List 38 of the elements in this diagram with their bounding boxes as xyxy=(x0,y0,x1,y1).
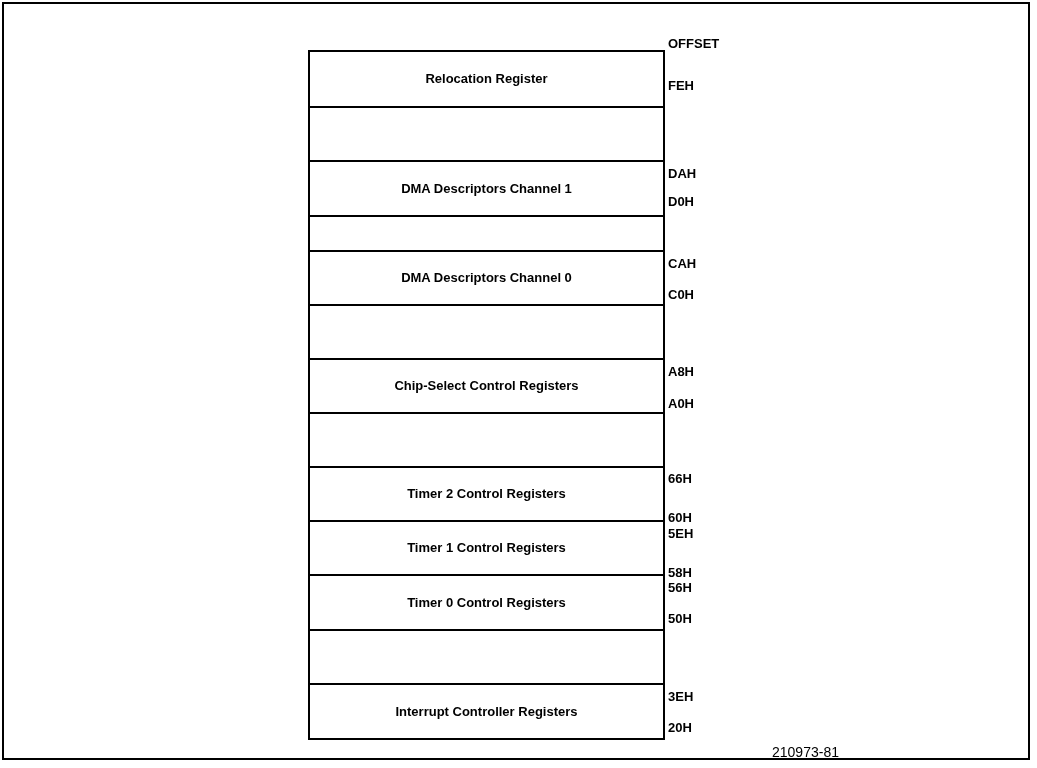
offset-address: A8H xyxy=(668,363,694,381)
offset-address: CAH xyxy=(668,255,697,273)
offset-address: 3EH xyxy=(668,688,694,706)
register-block xyxy=(308,683,665,740)
offset-address: 60H xyxy=(668,509,692,527)
register-block xyxy=(308,250,665,306)
offset-address: 58H xyxy=(668,564,692,582)
register-name: Timer 0 Control Registers xyxy=(407,593,566,612)
column-heading: OFFSET xyxy=(668,35,720,53)
offset-address: 66H xyxy=(668,470,692,488)
offset-address: DAH xyxy=(668,165,697,183)
register-block xyxy=(308,466,665,522)
offset-address: 56H xyxy=(668,579,692,597)
offset-address: 20H xyxy=(668,719,692,737)
register-name: DMA Descriptors Channel 0 xyxy=(401,269,572,288)
reserved-block xyxy=(308,215,665,252)
offset-address: C0H xyxy=(668,286,694,304)
offset-address: FEH xyxy=(668,77,694,95)
register-name: Chip-Select Control Registers xyxy=(394,377,579,396)
register-name: Relocation Register xyxy=(425,70,548,89)
offset-address: D0H xyxy=(668,193,694,211)
offset-address: A0H xyxy=(668,395,694,413)
reserved-block xyxy=(308,629,665,685)
register-name: Interrupt Controller Registers xyxy=(395,702,578,721)
register-name: DMA Descriptors Channel 1 xyxy=(401,179,572,198)
offset-address: 5EH xyxy=(668,525,694,543)
register-name: Timer 2 Control Registers xyxy=(407,485,566,504)
figure-number: 210973-81 xyxy=(772,743,839,762)
register-block xyxy=(308,160,665,217)
reserved-block xyxy=(308,412,665,468)
reserved-block xyxy=(308,106,665,162)
register-block xyxy=(308,520,665,576)
offset-address: 50H xyxy=(668,610,692,628)
reserved-block xyxy=(308,304,665,360)
register-name: Timer 1 Control Registers xyxy=(407,539,566,558)
register-block xyxy=(308,358,665,414)
register-block xyxy=(308,574,665,631)
register-block xyxy=(308,50,665,108)
